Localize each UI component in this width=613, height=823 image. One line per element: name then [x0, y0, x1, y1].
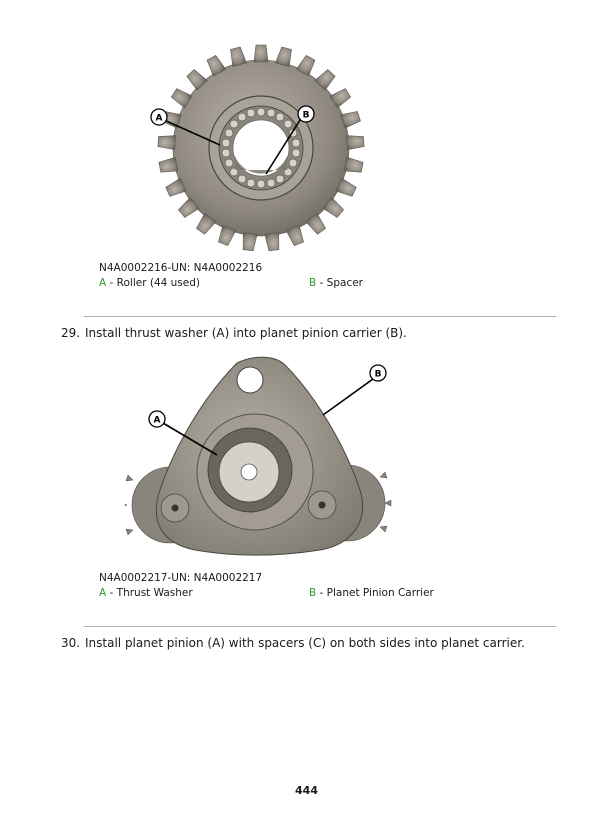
step-number: 30. — [61, 636, 81, 650]
legend-label: - Spacer — [316, 277, 363, 289]
legend-label: - Planet Pinion Carrier — [316, 587, 434, 599]
carrier-illustration: A B — [125, 356, 392, 556]
step-30: 30. Install planet pinion (A) with spacer… — [61, 635, 525, 651]
callout-b-label: B — [303, 111, 310, 121]
figure-caption: N4A0002217-UN: N4A0002217 — [99, 572, 263, 584]
step-29: 29. Install thrust washer (A) into planet… — [61, 325, 407, 341]
legend-item: A - Thrust Washer — [99, 586, 193, 601]
legend-letter: A — [99, 277, 107, 289]
legend-item: A - Roller (44 used) — [99, 276, 200, 291]
legend-label: - Thrust Washer — [106, 587, 193, 599]
step-text: Install planet pinion (A) with spacers (… — [85, 636, 525, 650]
legend-label: - Roller (44 used) — [106, 277, 200, 289]
gear-illustration: A B — [150, 44, 365, 252]
page-number: 444 — [295, 784, 318, 797]
callout-b-label: B — [375, 370, 382, 380]
legend-letter: B — [309, 587, 317, 599]
step-text: Install thrust washer (A) into planet pi… — [85, 326, 407, 340]
legend-letter: B — [309, 277, 317, 289]
legend-item: B - Planet Pinion Carrier — [309, 586, 434, 601]
figure-caption: N4A0002216-UN: N4A0002216 — [99, 262, 263, 274]
callout-a-label: A — [156, 114, 163, 124]
step-number: 29. — [61, 326, 81, 340]
section-divider — [84, 626, 556, 627]
section-divider — [84, 316, 556, 317]
legend-letter: A — [99, 587, 107, 599]
legend-item: B - Spacer — [309, 276, 363, 291]
figure-planet-carrier: A B — [125, 355, 395, 565]
callout-a-label: A — [154, 416, 161, 426]
figure-gear-rollers: A B — [140, 40, 380, 255]
